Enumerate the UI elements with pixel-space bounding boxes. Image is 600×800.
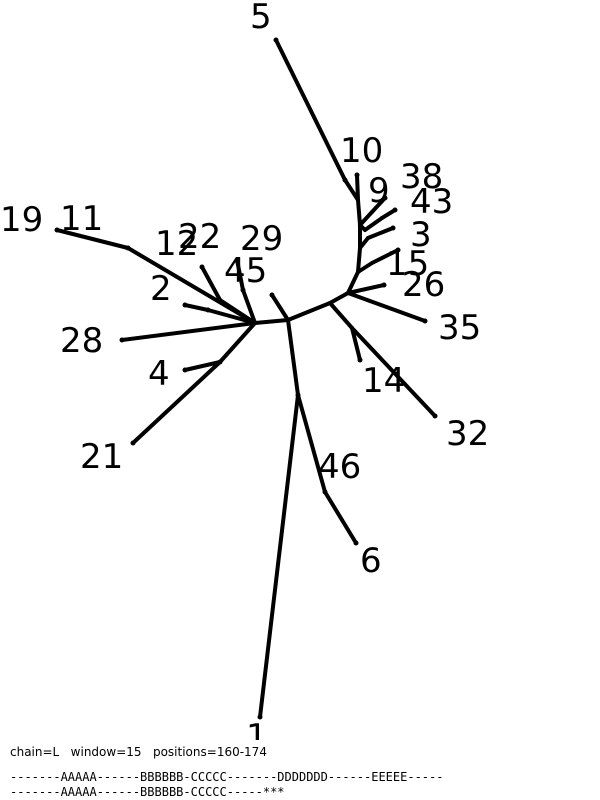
tree-branch-12 <box>363 216 384 232</box>
tree-branch-30 <box>235 258 245 292</box>
tree-node-4 <box>390 225 396 231</box>
tree-node-11 <box>257 714 263 720</box>
tree-branch-27 <box>270 293 290 322</box>
tree-branch-7 <box>274 38 347 182</box>
tree-branch-25 <box>296 393 327 494</box>
leaf-label-12: 12 <box>155 224 198 264</box>
leaf-label-21: 21 <box>80 437 123 477</box>
leaf-label-9: 9 <box>368 171 390 211</box>
tree-node-7 <box>422 318 428 324</box>
tree-node-16 <box>199 264 205 270</box>
leaf-label-14: 14 <box>362 361 405 401</box>
tree-branch-15 <box>366 226 395 240</box>
tree-branch-29 <box>241 288 257 325</box>
leaf-label-28: 28 <box>60 321 103 361</box>
leaf-label-15: 15 <box>386 244 429 284</box>
tree-branch-32 <box>200 265 222 302</box>
tree-branch-39 <box>126 246 257 325</box>
tree-node-15 <box>182 302 188 308</box>
leaf-label-38: 38 <box>400 157 443 197</box>
leaf-label-26: 26 <box>402 265 445 305</box>
tree-branch-22 <box>350 326 437 418</box>
leaf-label-1: 1 <box>246 717 268 740</box>
tree-node-21 <box>342 177 348 183</box>
tree-node-2 <box>382 195 388 201</box>
tree-node-1 <box>354 172 360 178</box>
tree-branches <box>54 37 438 720</box>
tree-node-14 <box>119 337 125 343</box>
tree-node-23 <box>295 392 301 398</box>
tree-branch-23 <box>286 318 300 397</box>
tree-branch-0 <box>286 301 332 322</box>
leaf-label-5: 5 <box>250 0 272 37</box>
leaf-label-2: 2 <box>150 269 172 309</box>
tree-branch-26 <box>323 490 358 545</box>
tree-node-19 <box>54 227 60 233</box>
tree-node-8 <box>357 357 363 363</box>
tree-node-26 <box>240 287 246 293</box>
analysis-info: chain=L window=15 positions=160-174 <box>10 745 267 759</box>
tree-node-24 <box>217 359 223 365</box>
tree-branch-33 <box>206 308 257 325</box>
tree-node-22 <box>322 489 328 495</box>
tree-branch-10 <box>370 196 387 214</box>
tree-branch-16 <box>356 261 374 274</box>
tree-branch-17 <box>370 248 400 265</box>
tree-node-10 <box>353 540 359 546</box>
tree-branch-21 <box>350 326 362 362</box>
leaf-label-46: 46 <box>318 447 361 487</box>
leaf-label-10: 10 <box>340 131 383 171</box>
leaf-label-45: 45 <box>224 251 267 291</box>
tree-node-25 <box>205 307 211 313</box>
tree-branch-6 <box>343 178 360 202</box>
leaf-label-6: 6 <box>360 541 382 581</box>
tree-node-6 <box>381 282 387 288</box>
tree-branch-20 <box>328 301 354 330</box>
leaf-label-43: 43 <box>410 182 453 222</box>
tree-branch-1 <box>328 291 350 305</box>
leaf-label-22: 22 <box>178 217 221 257</box>
tree-node-12 <box>130 440 136 446</box>
tree-branch-35 <box>120 321 257 342</box>
tree-node-20 <box>125 245 131 251</box>
leaf-label-4: 4 <box>148 354 170 394</box>
tree-branch-18 <box>346 283 386 295</box>
leaf-label-32: 32 <box>446 414 489 454</box>
tree-branch-2 <box>346 270 360 295</box>
tree-node-9 <box>432 413 438 419</box>
tree-node-3 <box>392 207 398 213</box>
tree-node-18 <box>269 292 275 298</box>
tree-branch-34 <box>183 303 210 312</box>
tree-branch-36 <box>218 321 257 364</box>
tree-branch-5 <box>356 198 362 227</box>
leaf-label-11: 11 <box>60 199 103 239</box>
tree-branch-14 <box>358 236 370 250</box>
tree-branch-38 <box>131 360 222 445</box>
leaf-label-35: 35 <box>438 308 481 348</box>
tree-node-17 <box>234 257 240 263</box>
tree-node-5 <box>395 247 401 253</box>
tree-branch-37 <box>183 360 222 372</box>
tree-node-13 <box>182 367 188 373</box>
tree-branch-3 <box>356 246 362 274</box>
tree-branch-9 <box>358 210 374 227</box>
sequence-line-2: -------AAAAA------BBBBBB-CCCCC-----*** <box>10 785 285 799</box>
leaf-label-29: 29 <box>240 219 283 259</box>
tree-node-0 <box>273 37 279 43</box>
tree-branch-40 <box>55 228 130 250</box>
sequence-line-1: -------AAAAA------BBBBBB-CCCCC-------DDD… <box>10 770 444 784</box>
tree-branch-19 <box>346 291 427 323</box>
tree-branch-8 <box>355 173 360 202</box>
tree-branch-28 <box>253 318 290 325</box>
leaf-label-19: 19 <box>0 200 43 240</box>
tree-branch-24 <box>258 393 300 719</box>
leaf-label-3: 3 <box>410 215 432 255</box>
tree-branch-13 <box>380 208 397 220</box>
